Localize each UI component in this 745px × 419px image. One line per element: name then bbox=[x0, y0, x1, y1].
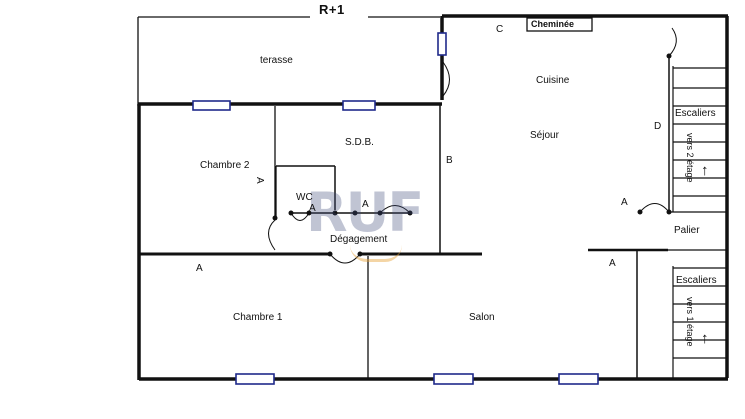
room-label-landing: Palier bbox=[674, 225, 700, 236]
room-label-bedroom1: Chambre 1 bbox=[233, 312, 283, 323]
marker-a-hallway: A bbox=[362, 199, 369, 210]
marker-c: C bbox=[496, 24, 504, 35]
stairs-lower-label: Escaliers bbox=[676, 275, 717, 286]
marker-a-wc: A bbox=[309, 203, 316, 214]
marker-d: D bbox=[654, 121, 662, 132]
room-label-hallway: Dégagement bbox=[330, 234, 388, 245]
exterior-walls bbox=[137, 14, 729, 381]
room-label-living: Salon bbox=[469, 312, 495, 323]
marker-b: B bbox=[446, 155, 453, 166]
fireplace-label: Cheminée bbox=[531, 19, 575, 29]
room-label-dining: Séjour bbox=[530, 130, 559, 141]
marker-a-dining: A bbox=[621, 197, 628, 208]
watermark-logo: RUF bbox=[306, 181, 424, 244]
upper-staircase bbox=[672, 66, 727, 212]
room-label-kitchen: Cuisine bbox=[536, 75, 570, 86]
fireplace-box bbox=[526, 17, 593, 32]
windows bbox=[192, 32, 599, 385]
marker-a-living: A bbox=[609, 258, 616, 269]
stairs-upper-arrow-icon: ↑ bbox=[701, 162, 709, 179]
lower-staircase bbox=[672, 266, 727, 378]
room-label-terrace: terasse bbox=[260, 55, 293, 66]
stairs-lower-direction: vers 1 étage bbox=[685, 297, 695, 347]
stairs-upper-label: Escaliers bbox=[675, 108, 716, 119]
floor-label: R+1 bbox=[319, 2, 345, 17]
room-label-bathroom: S.D.B. bbox=[345, 137, 374, 148]
room-label-bedroom2: Chambre 2 bbox=[200, 160, 250, 171]
marker-a-bedroom1: A bbox=[196, 263, 203, 274]
watermark-arc bbox=[350, 245, 402, 262]
stairs-upper-direction: vers 2 étage bbox=[685, 133, 695, 183]
stairs-lower-arrow-icon: ↑ bbox=[701, 330, 709, 347]
marker-a-bedroom2: A bbox=[254, 177, 265, 184]
room-label-wc: WC bbox=[296, 192, 313, 203]
